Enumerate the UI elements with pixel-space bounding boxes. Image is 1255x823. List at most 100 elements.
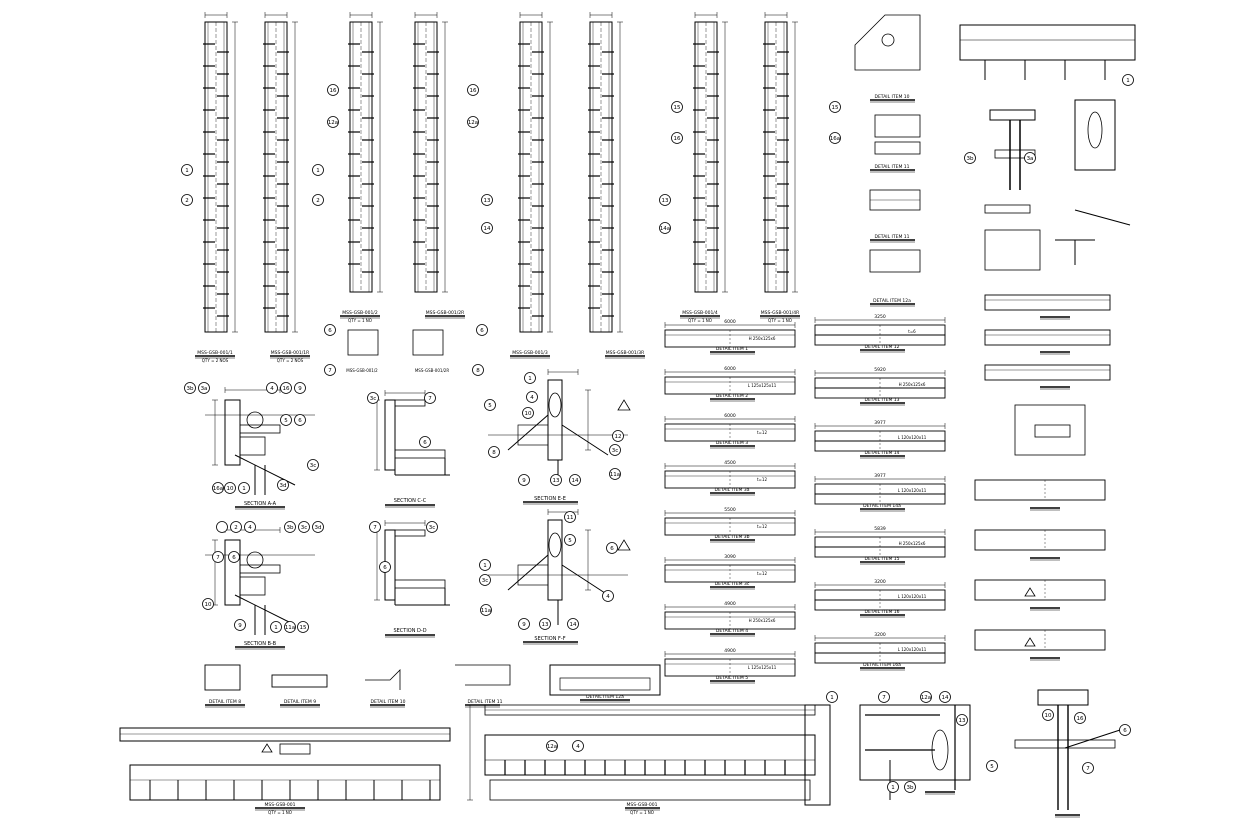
label-text: MSS-GSB-001/3R <box>606 350 645 356</box>
callout-bubble: 15 <box>297 621 309 633</box>
label-text: t=12 <box>757 430 767 435</box>
label-text: DETAIL ITEM 12a <box>586 694 624 700</box>
callout-bubble: 13 <box>539 618 551 630</box>
bubble-number: 11a <box>610 472 620 478</box>
label-text: SECTION D-D <box>393 628 426 634</box>
callout-bubble: 12a <box>920 691 932 703</box>
label-text: H 250x125x6 <box>899 382 926 387</box>
callout-bubble: 8 <box>488 446 500 458</box>
callout-bubble: 16 <box>671 132 683 144</box>
label-text: MSS-GSB-001/2 <box>342 310 378 316</box>
bubble-number: 7 <box>1086 766 1090 772</box>
bubble-number: 13 <box>484 198 491 204</box>
bubble-number: 13 <box>662 198 669 204</box>
callout-bubble: 16 <box>1074 712 1086 724</box>
callout-bubble: 14 <box>481 222 493 234</box>
bubble-number: 3c <box>482 578 489 584</box>
bubble-number: 3b <box>187 386 194 392</box>
callout-bubble: 3d <box>312 521 324 533</box>
bubble-number: 7 <box>373 525 377 531</box>
callout-bubble: 3a <box>1024 152 1036 164</box>
label-text: DETAIL ITEM 11 <box>874 164 909 170</box>
label-text: DETAIL ITEM 10 <box>874 94 909 100</box>
bubble-number: 16a <box>213 486 223 492</box>
label-text: SECTION E-E <box>534 496 566 502</box>
label-text: DETAIL ITEM 1 <box>716 346 748 352</box>
bubble-number: 9 <box>522 622 526 628</box>
callout-bubble: 3b <box>184 382 196 394</box>
bubble-number: 16 <box>674 136 681 142</box>
bubble-number: 14 <box>572 478 579 484</box>
callout-bubble: 2 <box>312 194 324 206</box>
label-text: 3200 <box>874 632 886 638</box>
callout-bubble: 1 <box>238 482 250 494</box>
bubble-number: 12a <box>921 695 931 701</box>
bubble-number: 3d <box>280 483 287 489</box>
callout-bubble: 1 <box>479 559 491 571</box>
bubble-number: 3c <box>429 525 436 531</box>
label-text: DETAIL ITEM 3 <box>716 440 748 446</box>
callout-bubble: 15 <box>671 101 683 113</box>
callout-bubble: 5 <box>484 399 496 411</box>
label-text: DETAIL ITEM 9 <box>284 699 316 705</box>
bubble-number: 6 <box>232 555 236 561</box>
bubble-number: 6 <box>1123 728 1127 734</box>
label-text: QTY = 2 NOS <box>277 358 304 363</box>
callout-bubble: 13 <box>956 714 968 726</box>
bubble-number: 16 <box>330 88 337 94</box>
callout-bubble: 5 <box>280 414 292 426</box>
label-text: DETAIL ITEM 3b <box>714 534 749 540</box>
bubble-number: 11 <box>567 515 574 521</box>
label-text: 3200 <box>874 579 886 585</box>
label-text: 5839 <box>874 526 886 532</box>
bubble-number: 5 <box>284 418 288 424</box>
label-text: L 125x125x11 <box>748 665 777 670</box>
callout-bubble: 4 <box>526 391 538 403</box>
label-text: 4500 <box>724 460 736 466</box>
bubble-number: 1 <box>483 563 487 569</box>
label-text: H 250x125x6 <box>749 336 776 341</box>
bubble-number: 16 <box>470 88 477 94</box>
callout-bubble: 5 <box>986 760 998 772</box>
callout-bubble: 7 <box>1082 762 1094 774</box>
bubble-number: 10 <box>525 411 532 417</box>
label-text: MSS-GSB-001/2R <box>415 368 449 373</box>
callout-bubble: 4 <box>572 740 584 752</box>
callout-bubble: 7 <box>212 551 224 563</box>
bubble-number: 6 <box>480 328 484 334</box>
label-text: SECTION F-F <box>534 636 565 642</box>
label-text: L 125x125x11 <box>748 383 777 388</box>
callout-bubble: 4 <box>244 521 256 533</box>
callout-bubble: 9 <box>294 382 306 394</box>
bubble-number: 16 <box>1077 716 1084 722</box>
callout-bubble: 13 <box>550 474 562 486</box>
callout-bubble: 11a <box>609 468 621 480</box>
bubble-number: 7 <box>882 695 886 701</box>
label-text: 4900 <box>724 648 736 654</box>
bubble-number: 12a <box>468 120 478 126</box>
bubble-number: 3a <box>201 386 208 392</box>
label-text: DETAIL ITEM 14a <box>863 503 901 509</box>
callout-bubble: 14a <box>659 222 671 234</box>
callout-bubble: 3c <box>307 459 319 471</box>
callout-bubble: 12a <box>546 740 558 752</box>
callout-bubble: 13 <box>659 194 671 206</box>
label-text: MSS-GSB-001/4R <box>761 310 800 316</box>
callout-bubble: 3c <box>479 574 491 586</box>
